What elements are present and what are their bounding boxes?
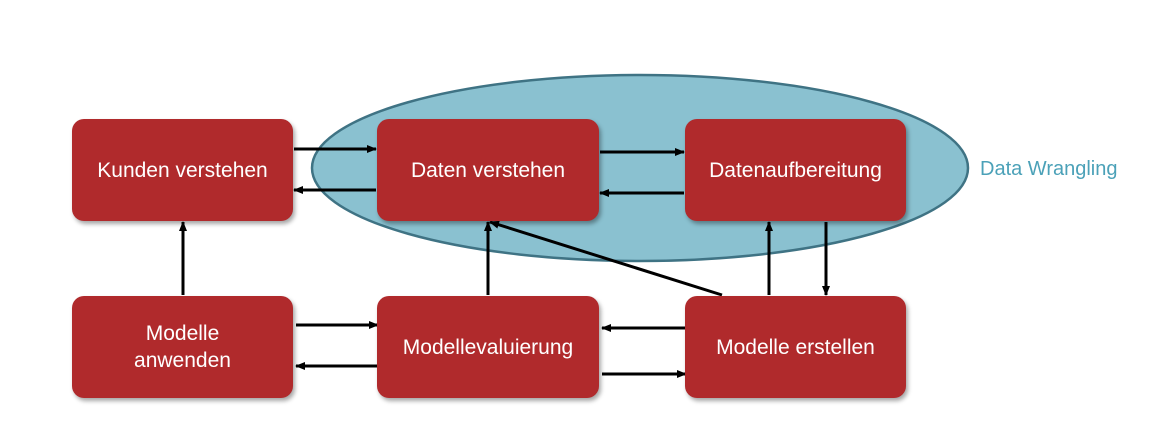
node-datenaufbereitung: Datenaufbereitung	[685, 119, 906, 221]
arrow-erstellen-to-daten	[489, 220, 723, 297]
node-modelle-anwenden-label: Modelle anwenden	[134, 322, 231, 372]
arrows	[179, 145, 830, 378]
node-daten-verstehen-label: Daten verstehen	[410, 158, 566, 182]
node-kunden-verstehen-label: Kunden verstehen	[97, 158, 268, 182]
node-daten-verstehen: Daten verstehen	[377, 119, 599, 221]
node-modelle-erstellen-label: Modelle erstellen	[716, 335, 875, 359]
node-kunden-verstehen: Kunden verstehen	[72, 119, 293, 221]
node-modellevaluierung-label: Modellevaluierung	[402, 335, 574, 359]
node-modelle-erstellen: Modelle erstellen	[685, 296, 906, 398]
node-modellevaluierung: Modellevaluierung	[377, 296, 599, 398]
node-datenaufbereitung-label: Datenaufbereitung	[709, 158, 882, 182]
data-wrangling-label: Data Wrangling	[980, 158, 1118, 180]
node-modelle-anwenden: Modelle anwenden	[72, 296, 293, 398]
